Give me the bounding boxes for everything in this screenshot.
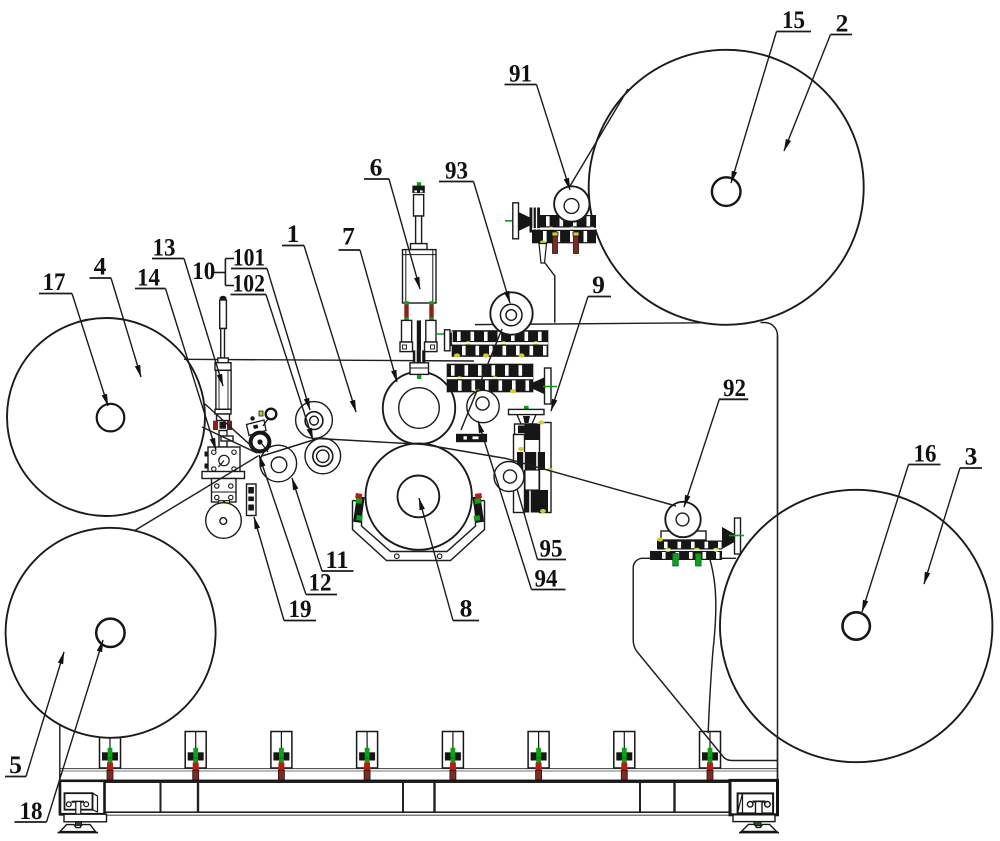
svg-text:6: 6	[370, 153, 383, 182]
svg-text:19: 19	[289, 594, 312, 623]
svg-text:10: 10	[192, 256, 215, 285]
svg-text:14: 14	[137, 263, 160, 292]
svg-text:11: 11	[326, 545, 349, 574]
svg-text:15: 15	[782, 5, 805, 34]
svg-text:93: 93	[445, 156, 468, 185]
svg-text:3: 3	[965, 442, 978, 471]
svg-text:18: 18	[20, 796, 43, 825]
svg-text:9: 9	[592, 270, 605, 299]
svg-text:13: 13	[153, 233, 176, 262]
svg-text:101: 101	[233, 243, 266, 272]
svg-text:95: 95	[540, 534, 563, 563]
svg-text:1: 1	[287, 219, 300, 248]
svg-text:16: 16	[914, 439, 937, 468]
svg-text:102: 102	[232, 269, 265, 298]
svg-text:2: 2	[836, 9, 849, 38]
svg-text:17: 17	[43, 267, 66, 296]
svg-text:8: 8	[460, 594, 473, 623]
svg-text:94: 94	[535, 564, 558, 593]
svg-text:12: 12	[309, 568, 332, 597]
svg-text:4: 4	[94, 252, 107, 281]
svg-text:5: 5	[9, 750, 22, 779]
svg-text:92: 92	[723, 373, 746, 402]
svg-text:91: 91	[509, 59, 532, 88]
svg-text:7: 7	[342, 222, 355, 251]
